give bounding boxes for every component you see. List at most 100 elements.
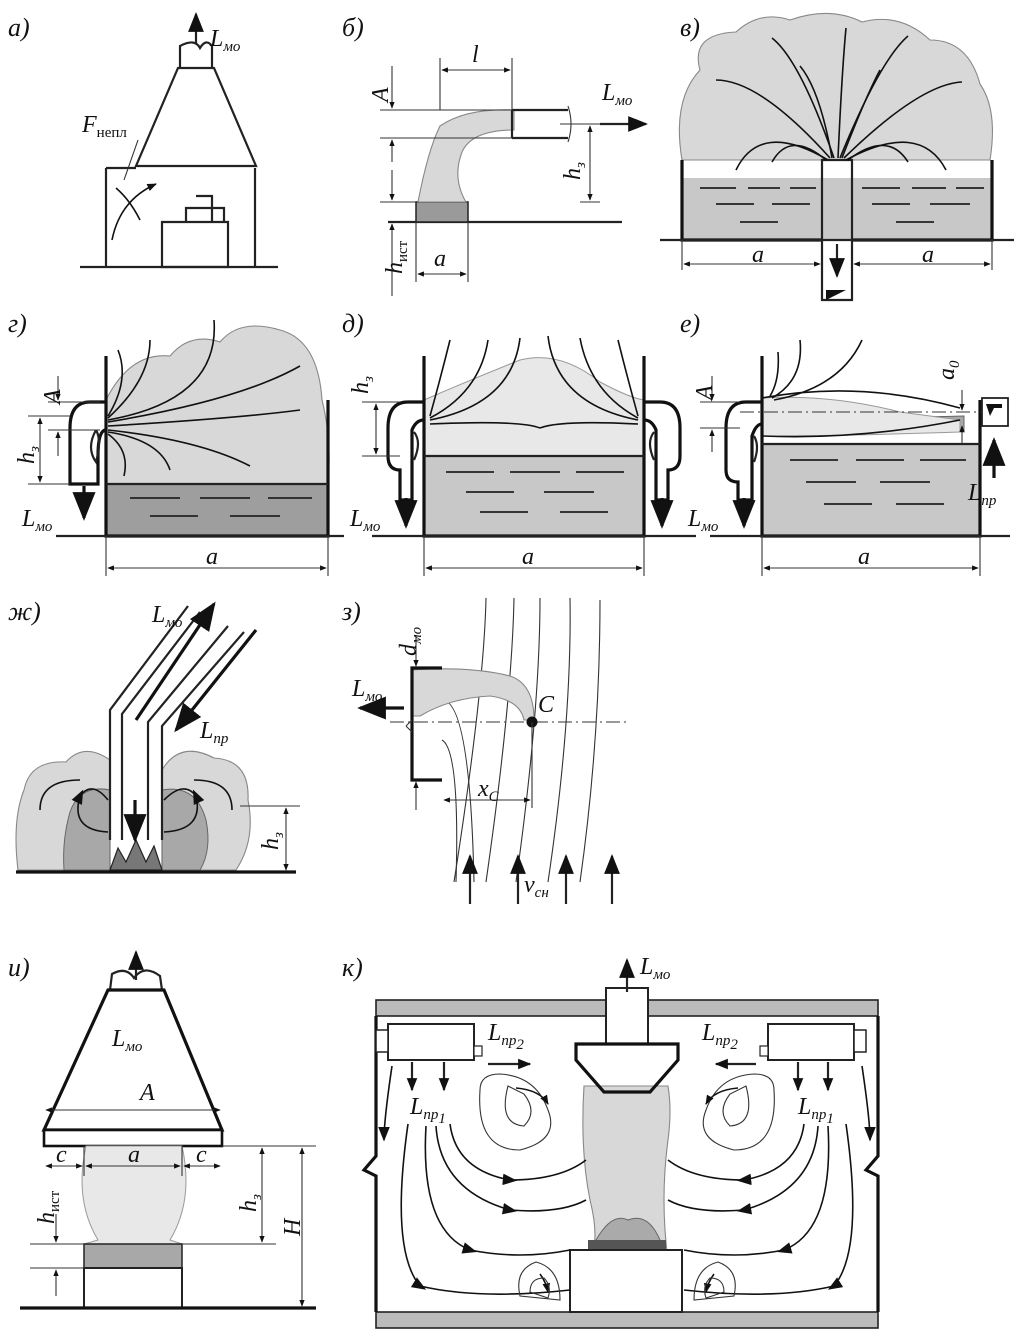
source-flame bbox=[109, 838, 163, 871]
label-A: A bbox=[368, 87, 394, 104]
supply-nozzle bbox=[981, 397, 1009, 427]
wall-left bbox=[361, 1016, 378, 1312]
duct-inner-right bbox=[146, 625, 229, 840]
streamlines bbox=[429, 335, 639, 429]
panel-z: з) Lмо C dмо xC vсн bbox=[341, 597, 630, 904]
label-a: a bbox=[858, 544, 870, 570]
panel-v-label: в) bbox=[680, 13, 700, 42]
panel-g: г) Lмо A hз bbox=[8, 309, 344, 576]
label-h: hз bbox=[560, 162, 589, 180]
circulation-right bbox=[667, 1065, 876, 1301]
equipment-parts bbox=[184, 194, 226, 222]
nozzle-break-2 bbox=[405, 725, 413, 733]
inflow-arrow-2 bbox=[115, 187, 141, 221]
liquid-dashes bbox=[700, 187, 984, 223]
source-plate bbox=[588, 1240, 666, 1250]
liquid-dashes bbox=[130, 497, 312, 517]
panel-k: к) Lмо Lпр2 Lпр2 Lпр1 Lпр1 bbox=[342, 953, 880, 1329]
panel-a: а) Lмо Fнепл bbox=[8, 12, 278, 269]
label-c-right: c bbox=[196, 1142, 207, 1168]
panel-b-label: б) bbox=[342, 13, 364, 42]
label-v: vсн bbox=[524, 872, 549, 901]
hood bbox=[41, 988, 225, 1132]
label-F: Fнепл bbox=[81, 112, 127, 141]
source bbox=[83, 1243, 183, 1269]
label-d: dмо bbox=[396, 626, 425, 656]
jet-upper-boundary bbox=[761, 390, 961, 409]
supply-nozzle-left bbox=[473, 1045, 483, 1057]
vortex-streamlines bbox=[39, 779, 233, 833]
panel-zh-label: ж) bbox=[8, 597, 41, 626]
panel-e-label: е) bbox=[680, 309, 700, 338]
exhaust-duct bbox=[605, 987, 649, 1045]
label-L: Lмо bbox=[151, 602, 183, 631]
label-L: Lмо bbox=[111, 1026, 143, 1055]
jet-envelope bbox=[761, 396, 961, 437]
smoke-cloud bbox=[678, 12, 993, 161]
panel-i: и) Lмо A c a c hз H hист bbox=[8, 950, 316, 1310]
slot bbox=[752, 435, 759, 463]
enclosure-walls bbox=[104, 168, 257, 267]
left-slot bbox=[412, 431, 420, 461]
label-Lpr: Lпр bbox=[967, 480, 997, 509]
label-L: Lмо bbox=[351, 676, 383, 705]
panel-k-label: к) bbox=[342, 953, 363, 982]
jet-plume bbox=[411, 668, 535, 721]
streamlines bbox=[715, 27, 963, 171]
panel-i-label: и) bbox=[8, 953, 30, 982]
damper bbox=[826, 290, 846, 300]
hood bbox=[134, 66, 258, 168]
duct-outer-right bbox=[160, 631, 245, 840]
duct-outer-left bbox=[108, 605, 189, 840]
label-Lpr2-left: Lпр2 bbox=[487, 1020, 524, 1053]
duct-stub bbox=[178, 41, 214, 68]
liquid-dashes bbox=[790, 459, 966, 505]
bath-liquid bbox=[424, 456, 644, 536]
label-hist: hист bbox=[382, 240, 411, 274]
label-Lpr1-left: Lпр1 bbox=[409, 1094, 446, 1127]
panel-d-label: д) bbox=[342, 309, 364, 338]
suction-pipe bbox=[510, 108, 568, 140]
smoke-cloud bbox=[105, 325, 330, 485]
label-L: Lмо bbox=[349, 506, 381, 535]
equipment bbox=[569, 1249, 683, 1313]
label-L: Lмо bbox=[209, 26, 241, 55]
label-h: hз bbox=[14, 446, 43, 464]
label-hist: hист bbox=[34, 1190, 63, 1224]
label-L: Lмо bbox=[639, 954, 671, 983]
smoke-layer bbox=[423, 357, 645, 457]
label-Lpr: Lпр bbox=[199, 718, 229, 747]
supply-arrow bbox=[174, 629, 258, 733]
supply-nozzle-right bbox=[759, 1045, 769, 1057]
supply-unit-left bbox=[387, 1023, 475, 1061]
exhaust-arrow bbox=[134, 601, 216, 721]
liquid-dashes bbox=[446, 471, 624, 513]
label-Lpr1-right: Lпр1 bbox=[797, 1094, 834, 1127]
label-a: a bbox=[434, 246, 446, 272]
panel-z-label: з) bbox=[341, 597, 361, 626]
slot bbox=[89, 429, 101, 465]
nozzle-vane bbox=[986, 404, 1002, 416]
right-suction-hood bbox=[643, 400, 682, 502]
left-suction-hood bbox=[386, 400, 425, 502]
label-C: C bbox=[538, 692, 555, 718]
duct-stub bbox=[108, 969, 164, 991]
panel-zh: ж) Lмо Lпр hз bbox=[8, 597, 300, 874]
panel-e: е) Lмо Lпр A a0 bbox=[680, 309, 1010, 576]
right-slot bbox=[648, 431, 656, 461]
label-h: hз bbox=[258, 832, 287, 850]
panel-b: б) Lмо l A hз hист a bbox=[342, 13, 648, 296]
panel-a-label: а) bbox=[8, 13, 30, 42]
nozzle-break-1 bbox=[405, 719, 413, 727]
side-suction-hood bbox=[68, 400, 107, 486]
streamlines bbox=[107, 319, 301, 477]
label-L: Lмо bbox=[687, 506, 719, 535]
label-h: hз bbox=[236, 1194, 265, 1212]
label-H: H bbox=[280, 1217, 306, 1237]
label-Lpr2-right: Lпр2 bbox=[701, 1020, 738, 1053]
F-leader bbox=[123, 139, 139, 181]
panel-d: д) Lмо hз bbox=[342, 309, 696, 576]
bath-liquid bbox=[106, 484, 328, 536]
supply-fan-left bbox=[375, 1029, 389, 1053]
